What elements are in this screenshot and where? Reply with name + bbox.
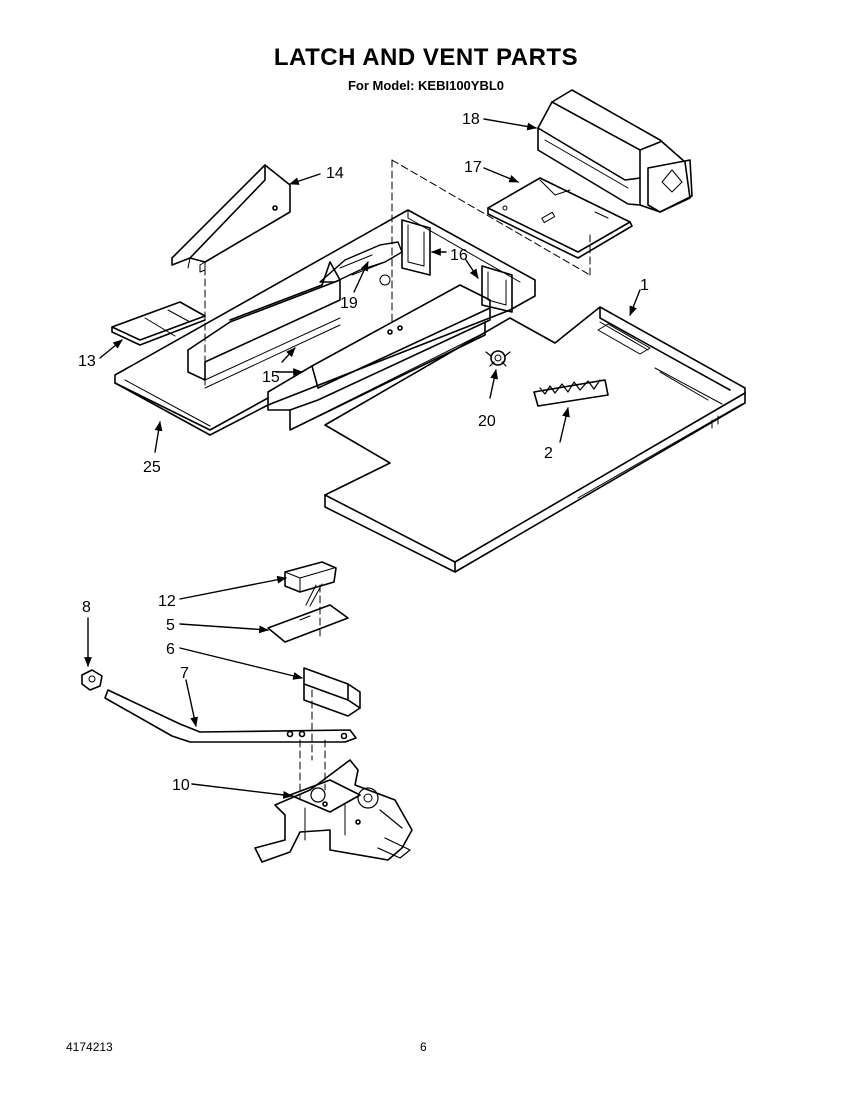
page-number: 6 — [420, 1040, 427, 1054]
callout-14: 14 — [326, 165, 344, 182]
model-subtitle: For Model: KEBI100YBL0 — [347, 78, 505, 93]
page-title: LATCH AND VENT PARTS — [273, 44, 579, 71]
part-6-shield — [303, 667, 361, 717]
callout-18: 18 — [462, 111, 480, 128]
part-19-wire — [319, 241, 403, 335]
callout-leaders — [84, 118, 641, 799]
callout-16: 16 — [450, 247, 468, 264]
part-14-shroud — [171, 164, 291, 273]
part-18-fan-motor — [537, 89, 693, 213]
callout-13: 13 — [78, 353, 96, 370]
part-25-base-plate — [114, 209, 536, 436]
part-13-bracket — [111, 301, 206, 346]
callout-7: 7 — [180, 665, 189, 682]
document-number: 4174213 — [66, 1040, 113, 1054]
part-2-terminal-strip — [533, 379, 609, 407]
assembly-guide-lines — [204, 159, 591, 801]
callout-5: 5 — [166, 617, 175, 634]
callout-15: 15 — [262, 369, 280, 386]
callout-17: 17 — [464, 159, 482, 176]
callout-12: 12 — [158, 593, 176, 610]
callout-labels: 1 2 5 6 7 8 10 12 13 14 15 16 17 18 19 2… — [78, 111, 649, 794]
part-16-latch-brackets — [401, 219, 513, 313]
part-20-clip — [485, 350, 511, 367]
part-1-vent-panel — [324, 306, 746, 573]
callout-19: 19 — [340, 295, 358, 312]
part-7-handle-arm — [104, 689, 357, 743]
callout-1: 1 — [640, 277, 649, 294]
callout-20: 20 — [478, 413, 496, 430]
part-17-mount-bracket — [487, 177, 633, 259]
callout-2: 2 — [544, 445, 553, 462]
part-5-insulator — [267, 604, 349, 643]
part-12-switch — [284, 561, 337, 607]
part-10-latch-assembly — [254, 759, 413, 863]
callout-25: 25 — [143, 459, 161, 476]
part-8-knob — [81, 669, 103, 691]
part-15-duct-assembly — [187, 261, 491, 431]
callout-6: 6 — [166, 641, 175, 658]
callout-10: 10 — [172, 777, 190, 794]
callout-8: 8 — [82, 599, 91, 616]
